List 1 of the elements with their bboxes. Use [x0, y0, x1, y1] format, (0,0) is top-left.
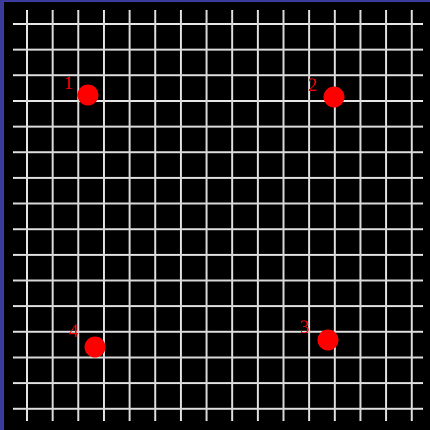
point-number: 1: [64, 74, 74, 93]
